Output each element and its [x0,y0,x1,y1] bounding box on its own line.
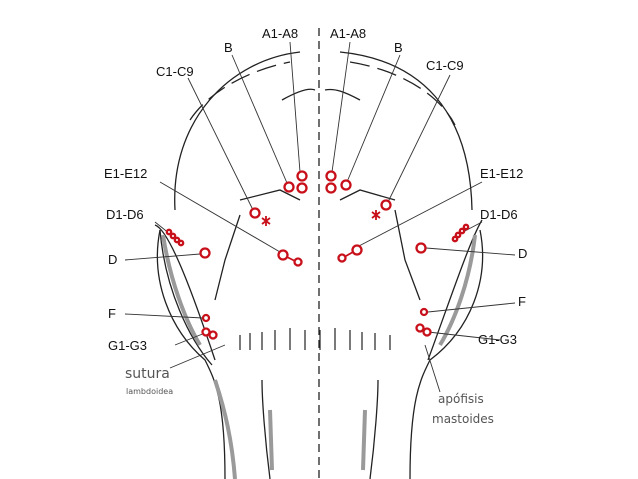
label-d-left: D [108,252,118,267]
caption-mastoides: mastoides [432,412,494,426]
leader-lines [124,41,516,393]
label-f-right: F [518,294,526,309]
label-e-right: E1-E12 [480,166,524,181]
head-outline [154,51,484,479]
label-b-right: B [394,40,403,55]
label-b-left: B [224,40,233,55]
label-a-left: A1-A8 [262,26,299,41]
asterisk-marks [261,210,381,262]
label-c-right: C1-C9 [426,58,464,73]
label-g-right: G1-G3 [478,332,518,347]
label-d16-right: D1-D6 [480,207,518,222]
label-d16-left: D1-D6 [106,207,144,222]
caption-apofisis: apófisis [438,392,484,406]
hair-ticks [239,328,391,350]
caption-lambdoidea: lambdoidea [126,387,174,396]
caption-sutura: sutura [125,366,170,382]
label-g-left: G1-G3 [108,338,148,353]
label-f-left: F [108,306,116,321]
label-d-right: D [518,246,528,261]
label-c-left: C1-C9 [156,64,194,79]
label-a-right: A1-A8 [330,26,367,41]
label-e-left: E1-E12 [104,166,148,181]
electrode-points [165,170,470,340]
